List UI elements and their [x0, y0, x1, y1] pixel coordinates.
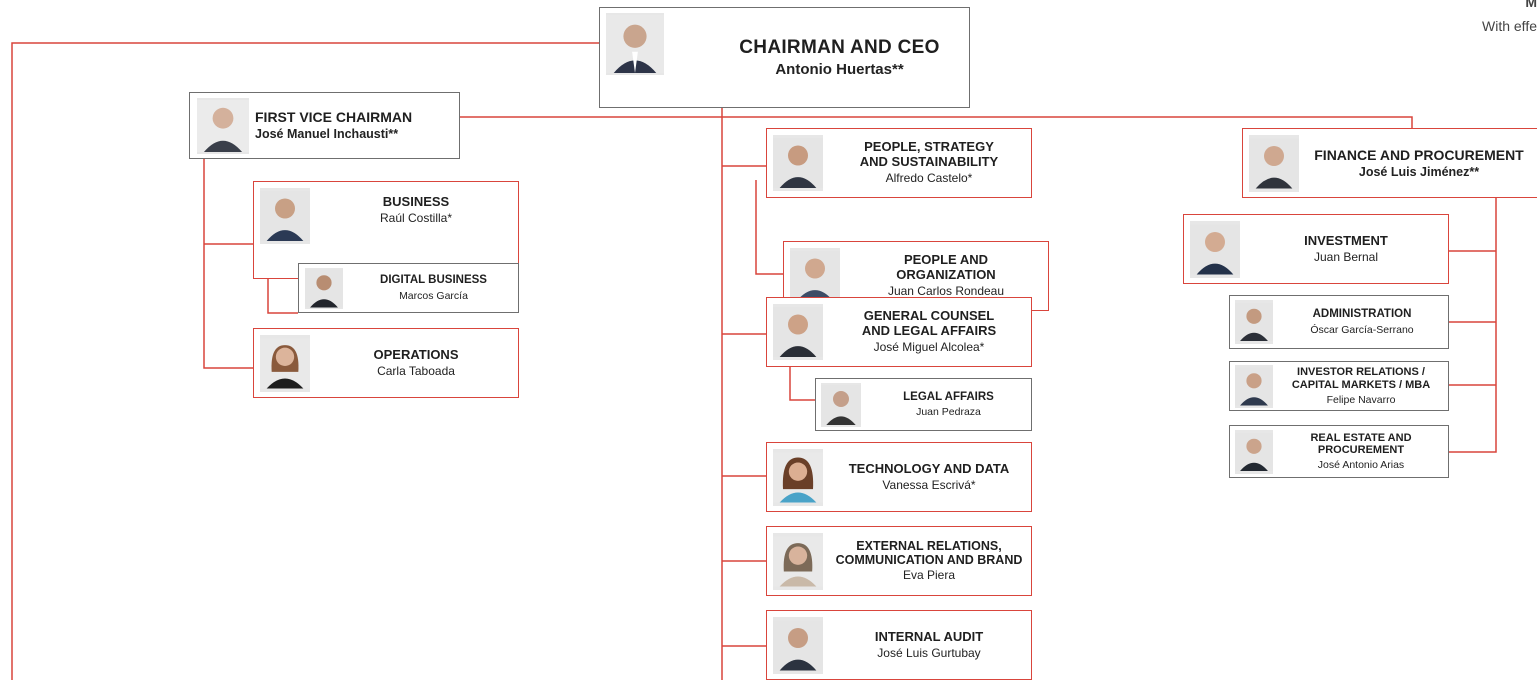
first-vice-chairman-title: FIRST VICE CHAIRMAN [255, 109, 413, 126]
business-title: BUSINESS [382, 193, 450, 209]
people-organization-photo [790, 248, 840, 304]
general-counsel-title: GENERAL COUNSEL AND LEGAL AFFAIRS [861, 308, 997, 339]
technology-data-card: TECHNOLOGY AND DATA Vanessa Escrivá* [766, 442, 1032, 512]
general-counsel-card: GENERAL COUNSEL AND LEGAL AFFAIRS José M… [766, 297, 1032, 367]
header-note-line2: With effe [1482, 18, 1537, 34]
first-vice-chairman-photo [197, 98, 249, 154]
digital-business-name: Marcos García [399, 289, 468, 302]
external-relations-name: Eva Piera [902, 568, 956, 583]
people-organization-title: PEOPLE AND ORGANIZATION [896, 252, 996, 283]
operations-title: OPERATIONS [373, 346, 459, 362]
business-name: Raúl Costilla* [379, 210, 453, 225]
investment-name: Juan Bernal [1313, 249, 1379, 264]
investor-relations-photo [1235, 365, 1273, 408]
finance-procurement-card: FINANCE AND PROCUREMENT José Luis Jiméne… [1242, 128, 1537, 198]
administration-name: Óscar García-Serrano [1310, 323, 1414, 336]
people-strategy-title: PEOPLE, STRATEGY AND SUSTAINABILITY [859, 139, 999, 170]
internal-audit-title: INTERNAL AUDIT [874, 628, 984, 644]
real-estate-name: José Antonio Arias [1317, 459, 1405, 472]
business-card: BUSINESS Raúl Costilla* [253, 181, 519, 279]
technology-data-title: TECHNOLOGY AND DATA [848, 460, 1010, 476]
investor-relations-title: INVESTOR RELATIONS / CAPITAL MARKETS / M… [1291, 366, 1431, 391]
header-note-line1: M [1525, 0, 1537, 10]
operations-name: Carla Taboada [377, 363, 455, 378]
general-counsel-photo [773, 304, 823, 360]
first-vice-chairman-card: FIRST VICE CHAIRMAN José Manuel Inchaust… [189, 92, 460, 159]
business-photo [260, 188, 310, 244]
digital-business-photo [305, 268, 343, 309]
investor-relations-name: Felipe Navarro [1326, 393, 1396, 406]
internal-audit-card: INTERNAL AUDIT José Luis Gurtubay [766, 610, 1032, 680]
finance-procurement-name: José Luis Jiménez** [1358, 164, 1480, 179]
people-strategy-card: PEOPLE, STRATEGY AND SUSTAINABILITY Alfr… [766, 128, 1032, 198]
chairman-card: CHAIRMAN AND CEO Antonio Huertas** [599, 7, 970, 108]
chairman-photo [606, 13, 664, 75]
investment-photo [1190, 221, 1240, 278]
external-relations-title: EXTERNAL RELATIONS, COMMUNICATION AND BR… [835, 538, 1023, 568]
administration-title: ADMINISTRATION [1312, 308, 1412, 321]
people-strategy-name: Alfredo Castelo* [885, 171, 973, 186]
technology-data-name: Vanessa Escrivá* [882, 477, 976, 492]
external-relations-card: EXTERNAL RELATIONS, COMMUNICATION AND BR… [766, 526, 1032, 596]
legal-affairs-title: LEGAL AFFAIRS [903, 390, 994, 403]
first-vice-chairman-name: José Manuel Inchausti** [255, 127, 399, 142]
header-note: M With effe [1482, 0, 1537, 34]
finance-procurement-photo [1249, 135, 1299, 192]
investment-card: INVESTMENT Juan Bernal [1183, 214, 1449, 284]
legal-affairs-name: Juan Pedraza [916, 406, 981, 419]
technology-data-photo [773, 449, 823, 506]
legal-affairs-photo [821, 383, 861, 427]
general-counsel-name: José Miguel Alcolea* [873, 340, 985, 355]
people-strategy-photo [773, 135, 823, 191]
legal-affairs-card: LEGAL AFFAIRS Juan Pedraza [815, 378, 1032, 431]
digital-business-card: DIGITAL BUSINESS Marcos García [298, 263, 519, 313]
real-estate-title: REAL ESTATE AND PROCUREMENT [1310, 431, 1412, 457]
digital-business-title: DIGITAL BUSINESS [380, 274, 487, 287]
internal-audit-photo [773, 617, 823, 674]
investor-relations-card: INVESTOR RELATIONS / CAPITAL MARKETS / M… [1229, 361, 1449, 411]
chairman-name: Antonio Huertas** [775, 60, 904, 78]
operations-card: OPERATIONS Carla Taboada [253, 328, 519, 398]
administration-photo [1235, 300, 1273, 344]
operations-photo [260, 335, 310, 392]
external-relations-photo [773, 533, 823, 590]
finance-procurement-title: FINANCE AND PROCUREMENT [1314, 146, 1524, 163]
investment-title: INVESTMENT [1304, 232, 1388, 248]
chairman-title: CHAIRMAN AND CEO [739, 36, 940, 58]
people-organization-name: Juan Carlos Rondeau [887, 284, 1005, 299]
real-estate-photo [1235, 430, 1273, 474]
administration-card: ADMINISTRATION Óscar García-Serrano [1229, 295, 1449, 349]
real-estate-card: REAL ESTATE AND PROCUREMENT José Antonio… [1229, 425, 1449, 478]
internal-audit-name: José Luis Gurtubay [877, 645, 981, 660]
